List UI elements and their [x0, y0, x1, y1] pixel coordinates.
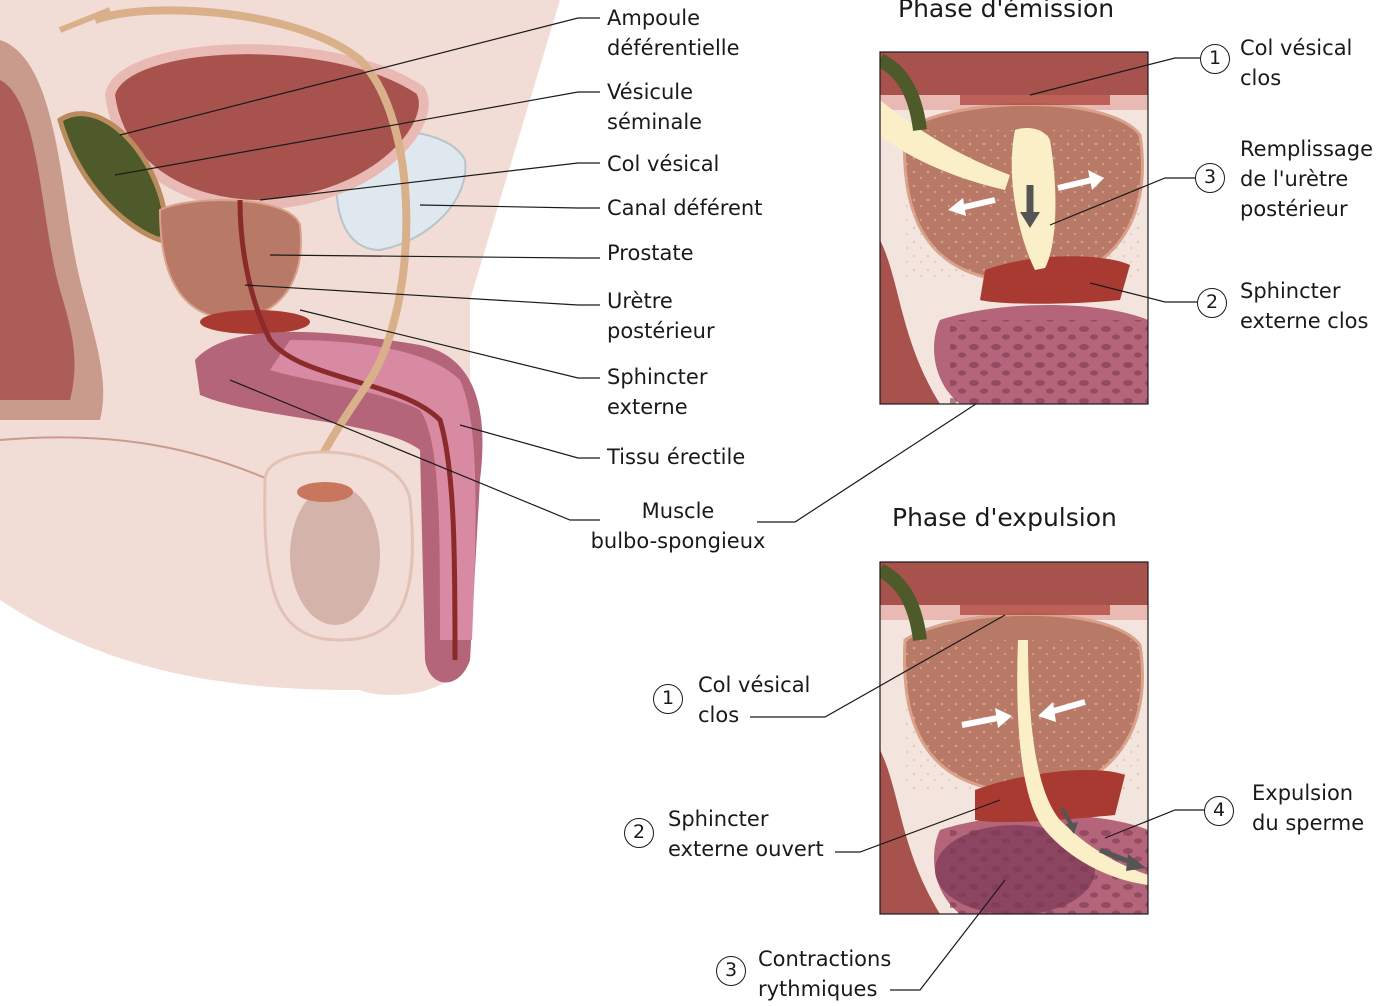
- label-col-vesical: Col vésical: [607, 149, 719, 179]
- expulsion-callout-1-text: Col vésical clos: [698, 670, 810, 730]
- emission-callout-1-number: 1: [1200, 44, 1230, 74]
- emission-callout-1-text: Col vésical clos: [1240, 33, 1352, 93]
- emission-callout-3-number: 3: [1195, 163, 1225, 193]
- label-tissu-erectile: Tissu érectile: [607, 442, 745, 472]
- expulsion-callout-3-number: 3: [716, 956, 746, 986]
- label-vesicule-seminale: Vésicule séminale: [607, 77, 702, 137]
- epididymis: [297, 482, 353, 502]
- external-sphincter: [200, 310, 310, 334]
- expulsion-callout-4-text: Expulsion du sperme: [1252, 778, 1364, 838]
- label-sphincter-externe: Sphincter externe: [607, 362, 707, 422]
- leader-muscle-right: [757, 385, 1005, 522]
- emission-panel: [880, 52, 1148, 405]
- emission-callout-2-text: Sphincter externe clos: [1240, 276, 1368, 336]
- label-ampoule-deferentielle: Ampoule déférentielle: [607, 3, 740, 63]
- expulsion-callout-2-text: Sphincter externe ouvert: [668, 804, 824, 864]
- emission-title: Phase d'émission: [898, 0, 1114, 23]
- emission-callout-3-text: Remplissage de l'urètre postérieur: [1240, 134, 1373, 224]
- label-prostate: Prostate: [607, 238, 694, 268]
- expulsion-callout-1-number: 1: [653, 684, 683, 714]
- label-canal-deferent: Canal déférent: [607, 193, 762, 223]
- expulsion-callout-3-text: Contractions rythmiques: [758, 944, 891, 1004]
- expulsion-callout-2-number: 2: [624, 818, 654, 848]
- label-uretre-posterieur: Urètre postérieur: [607, 286, 715, 346]
- expulsion-title: Phase d'expulsion: [892, 503, 1117, 532]
- label-muscle-bulbo-spongieux: Muscle bulbo-spongieux: [584, 496, 772, 556]
- expulsion-panel: [880, 562, 1148, 915]
- emission-callout-2-number: 2: [1197, 288, 1227, 318]
- sagittal-view: [0, 0, 560, 695]
- expulsion-callout-4-number: 4: [1204, 796, 1234, 826]
- testis: [290, 485, 380, 625]
